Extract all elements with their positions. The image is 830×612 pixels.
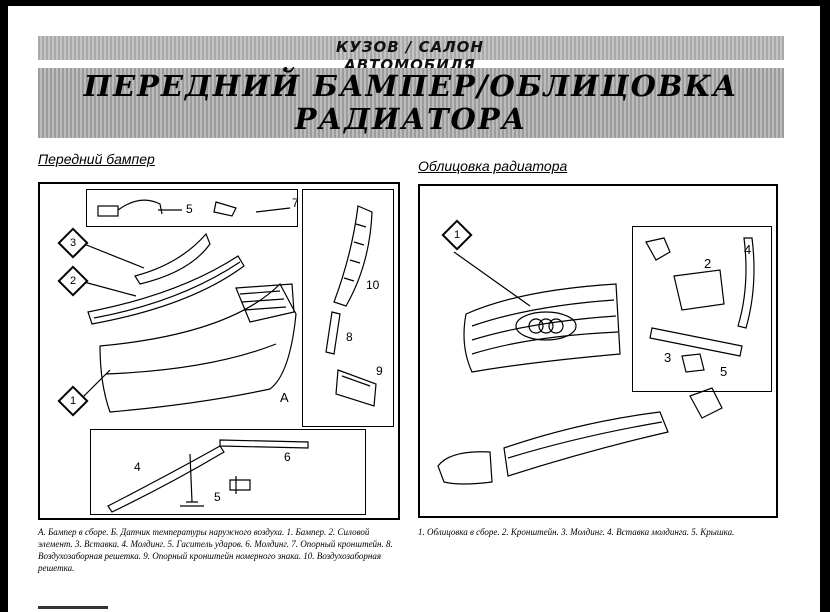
radiator-grille-drawing	[437, 237, 755, 485]
callout-4: 4	[134, 460, 141, 474]
page-title-line-1: ПЕРЕДНИЙ БАМПЕР/ОБЛИЦОВКА	[83, 69, 739, 103]
callout-a: A	[280, 390, 289, 405]
radiator-grille-caption: 1. Облицовка в сборе. 2. Кронштейн. 3. М…	[418, 527, 735, 537]
bumper-inset-right	[302, 189, 394, 427]
grille-callout-5: 5	[720, 364, 728, 379]
callout-9: 9	[376, 364, 383, 378]
grille-callout-1: 1	[453, 229, 461, 241]
page-title-line-2: РАДИАТОРА	[294, 102, 528, 136]
title-band	[38, 68, 784, 138]
bottom-rule	[38, 606, 108, 609]
grille-callout-3: 3	[664, 350, 672, 365]
manual-page: КУЗОВ / САЛОН АВТОМОБИЛЯ ПЕРЕДНИЙ БАМПЕР…	[8, 6, 820, 612]
front-bumper-caption: А. Бампер в сборе. Б. Датчик температуры…	[38, 527, 393, 573]
front-bumper-diagram: 3 2 1 5 7 10 8 9 A 4 6 5	[38, 182, 400, 520]
callout-1: 1	[69, 395, 77, 407]
page-title: ПЕРЕДНИЙ БАМПЕР/ОБЛИЦОВКА РАДИАТОРА	[38, 70, 784, 136]
callout-5-bottom: 5	[214, 490, 221, 504]
grille-callout-2: 2	[704, 256, 712, 271]
callout-7: 7	[292, 196, 299, 210]
callout-8: 8	[346, 330, 353, 344]
front-bumper-label: Передний бампер	[38, 151, 155, 167]
callout-10: 10	[366, 278, 380, 292]
radiator-grille-diagram: 1 2 4 3 5	[418, 184, 778, 518]
front-bumper-drawing	[81, 199, 377, 513]
radiator-grille-label: Облицовка радиатора	[418, 158, 568, 174]
callout-6: 6	[284, 450, 291, 464]
callout-5-top: 5	[186, 202, 193, 216]
section-header-band	[38, 36, 784, 60]
callout-2: 2	[69, 275, 77, 287]
grille-callout-4: 4	[744, 242, 752, 257]
callout-3: 3	[69, 237, 77, 249]
